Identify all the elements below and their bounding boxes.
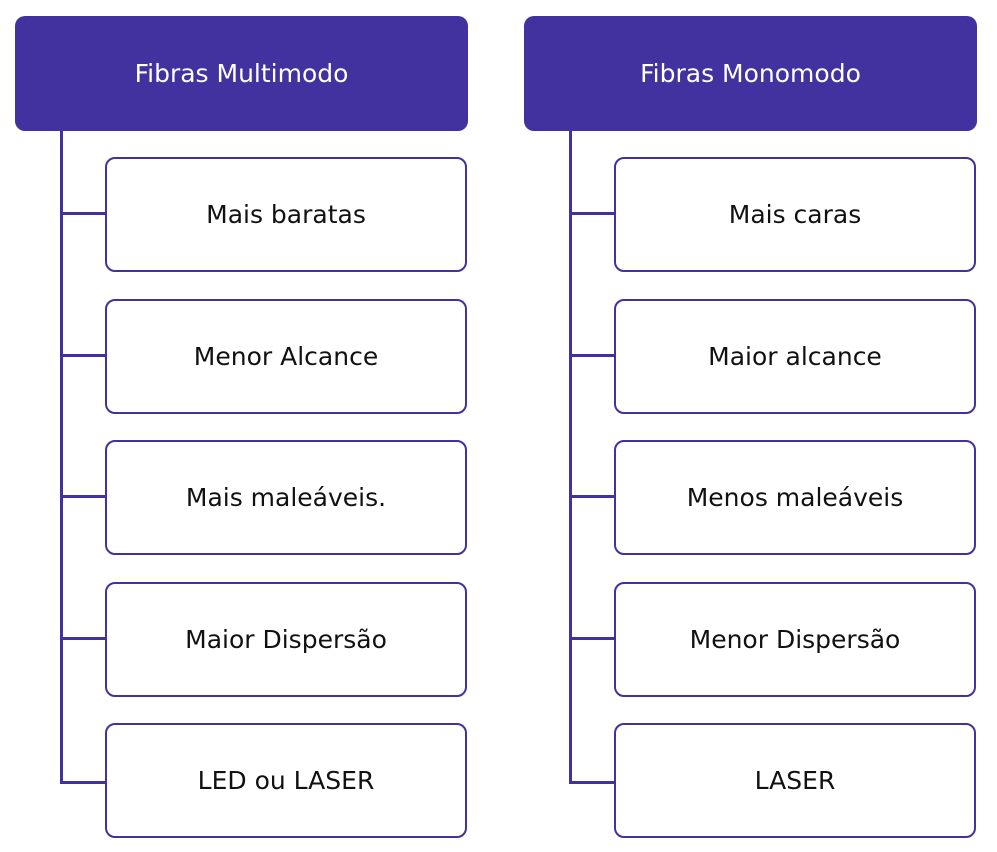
singlemode-item-source: LASER [614, 723, 976, 838]
connector-branch [60, 354, 107, 357]
connector-branch [569, 354, 616, 357]
connector-branch [60, 637, 107, 640]
singlemode-item-dispersion: Menor Dispersão [614, 582, 976, 697]
connector-branch [60, 781, 107, 784]
connector-branch [569, 781, 616, 784]
multimode-item-cost: Mais baratas [105, 157, 467, 272]
multimode-column: Fibras Multimodo Mais baratas Menor Alca… [0, 0, 468, 852]
connector-branch [60, 495, 107, 498]
singlemode-item-cost: Mais caras [614, 157, 976, 272]
connector-branch [60, 212, 107, 215]
singlemode-item-flexibility: Menos maleáveis [614, 440, 976, 555]
multimode-item-flexibility: Mais maleáveis. [105, 440, 467, 555]
singlemode-connector-trunk [569, 131, 572, 784]
connector-branch [569, 637, 616, 640]
multimode-connector-trunk [60, 131, 63, 784]
singlemode-header: Fibras Monomodo [524, 16, 977, 131]
multimode-item-dispersion: Maior Dispersão [105, 582, 467, 697]
multimode-header: Fibras Multimodo [15, 16, 468, 131]
multimode-item-range: Menor Alcance [105, 299, 467, 414]
singlemode-column: Fibras Monomodo Mais caras Maior alcance… [509, 0, 977, 852]
connector-branch [569, 212, 616, 215]
multimode-item-source: LED ou LASER [105, 723, 467, 838]
connector-branch [569, 495, 616, 498]
singlemode-item-range: Maior alcance [614, 299, 976, 414]
